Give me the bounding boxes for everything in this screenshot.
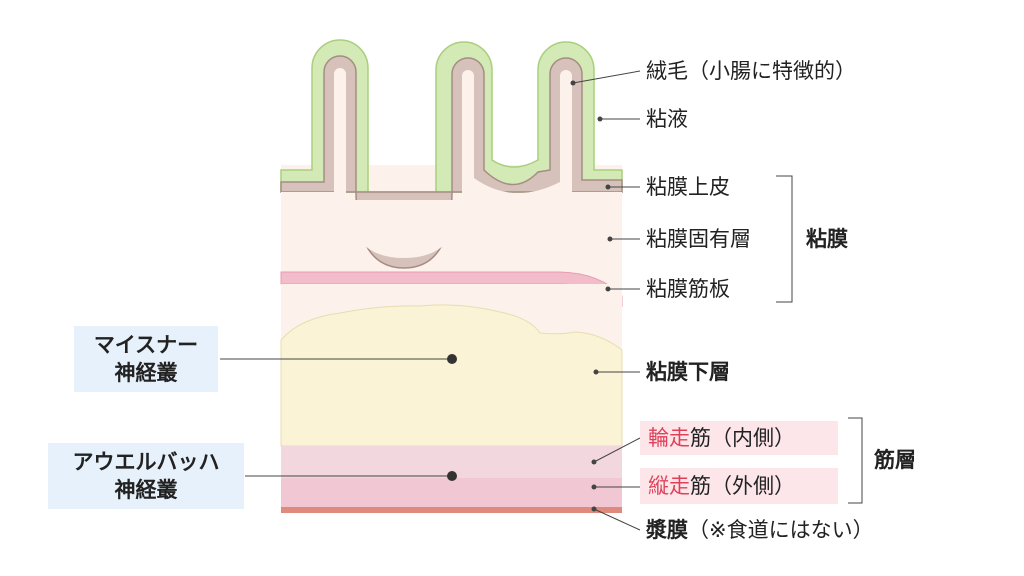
label-serosa: 漿膜（※食道にはない）: [646, 518, 874, 542]
leader-inner-muscle: [593, 437, 641, 463]
serosa-layer: [281, 507, 622, 513]
label-mucus: 粘液: [646, 107, 688, 131]
meissner-plexus-label: マイスナー 神経叢: [74, 326, 218, 392]
dot-epithelium: [605, 184, 611, 190]
label-mucosa: 粘膜: [806, 227, 848, 251]
inner-muscle-highlight: 輪走: [648, 426, 690, 450]
outer-muscle-rest: 筋（外側）: [690, 474, 795, 498]
outer-muscle-label-box: [640, 468, 838, 504]
meissner-line2: 神経叢: [114, 361, 178, 385]
serosa-note: （※食道にはない）: [688, 518, 874, 542]
leader-serosa: [593, 508, 641, 531]
label-muscle-layer: 筋層: [874, 448, 916, 472]
label-lamina-propria: 粘膜固有層: [646, 227, 751, 251]
dot-serosa: [591, 506, 597, 512]
mucosa-bracket: [776, 175, 793, 303]
outer-muscle-layer: [281, 478, 622, 507]
label-muscularis-mucosae: 粘膜筋板: [646, 277, 730, 301]
serosa-title: 漿膜: [646, 518, 688, 542]
label-outer-muscle: 縦走筋（外側）: [648, 474, 795, 498]
dot-mucus: [597, 116, 603, 122]
muscle-layer-bracket: [848, 417, 863, 504]
label-epithelium: 粘膜上皮: [646, 175, 730, 199]
meissner-line1: マイスナー: [93, 333, 199, 357]
inner-muscle-label-box: [640, 421, 838, 455]
meissner-plexus-marker: [447, 354, 457, 364]
auerbach-plexus-label: アウエルバッハ 神経叢: [48, 443, 244, 509]
dot-muscularis-mucosae: [605, 286, 611, 292]
dot-villus: [570, 80, 576, 86]
outer-muscle-highlight: 縦走: [648, 474, 690, 498]
villus-core: [281, 68, 622, 258]
submucosa-layer: [280, 304, 623, 447]
dot-outer-muscle: [591, 484, 597, 490]
dot-lamina-propria: [607, 236, 613, 242]
auerbach-line2: 神経叢: [114, 478, 178, 502]
auerbach-plexus-marker: [447, 471, 457, 481]
label-inner-muscle: 輪走筋（内側）: [648, 426, 795, 450]
dot-inner-muscle: [591, 459, 597, 465]
label-submucosa: 粘膜下層: [646, 360, 730, 384]
dot-submucosa: [593, 369, 599, 375]
label-villus: 絨毛（小腸に特徴的）: [646, 59, 856, 83]
leader-villus: [572, 70, 641, 84]
inner-muscle-rest: 筋（内側）: [690, 426, 795, 450]
auerbach-line1: アウエルバッハ: [72, 450, 220, 474]
